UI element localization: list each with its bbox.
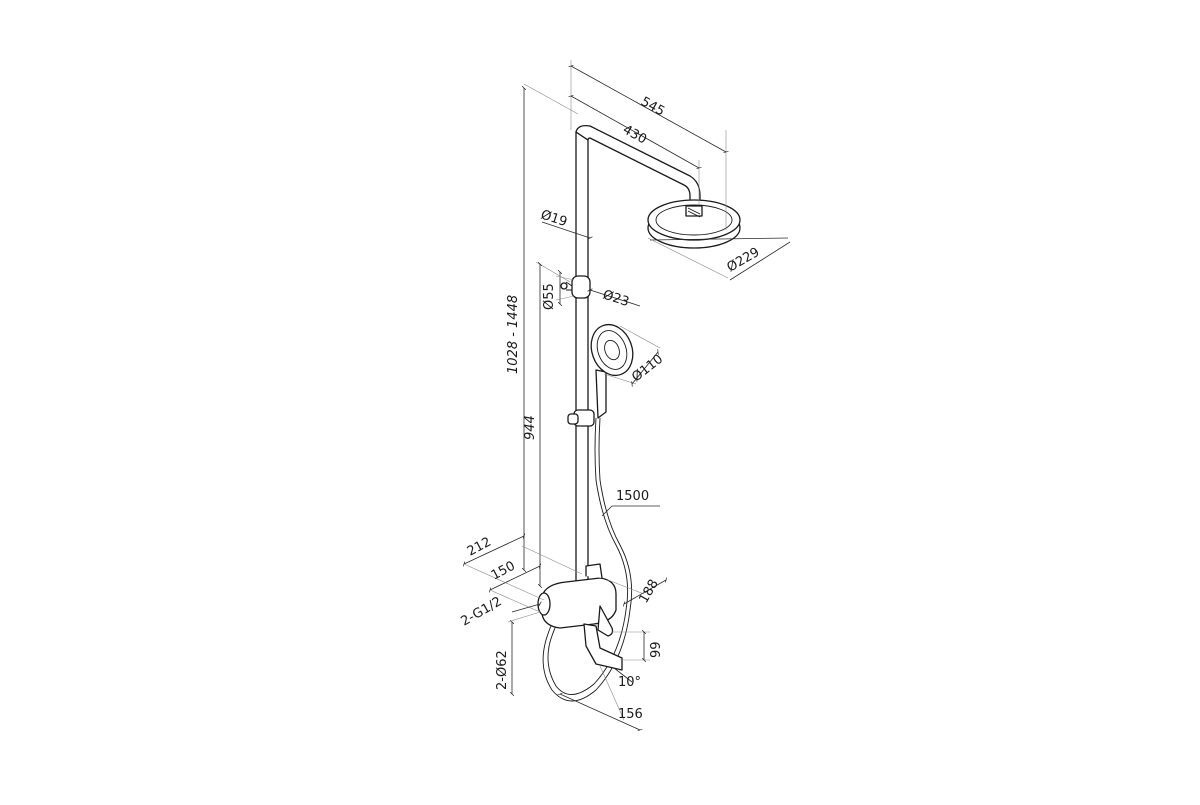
label-hose-1500: 1500	[616, 489, 649, 504]
label-944: 944	[523, 415, 538, 440]
label-height-range: 1028 - 1448	[506, 295, 521, 374]
label-d110: Ø110	[629, 352, 666, 385]
label-150: 150	[489, 559, 518, 584]
label-d23: Ø23	[601, 288, 631, 311]
label-156: 156	[618, 707, 643, 722]
overhead-shower-head	[647, 199, 741, 249]
label-188: 188	[636, 577, 661, 606]
shower-hose	[542, 417, 633, 702]
label-d19: Ø19	[539, 208, 569, 231]
dimension-lines	[464, 60, 791, 730]
bath-spout	[583, 623, 623, 671]
label-flange: 2-Ø62	[495, 650, 510, 690]
label-angle: 10°	[618, 675, 641, 690]
label-99: 99	[649, 641, 664, 658]
slide-holder	[567, 409, 595, 427]
label-212: 212	[465, 535, 494, 560]
label-inlet: 2-G1/2	[459, 594, 505, 629]
label-545: 545	[638, 94, 667, 119]
label-d229: Ø229	[725, 245, 763, 276]
mixer-body	[537, 563, 617, 637]
hand-shower	[590, 323, 634, 419]
label-d55: Ø55	[542, 283, 557, 310]
